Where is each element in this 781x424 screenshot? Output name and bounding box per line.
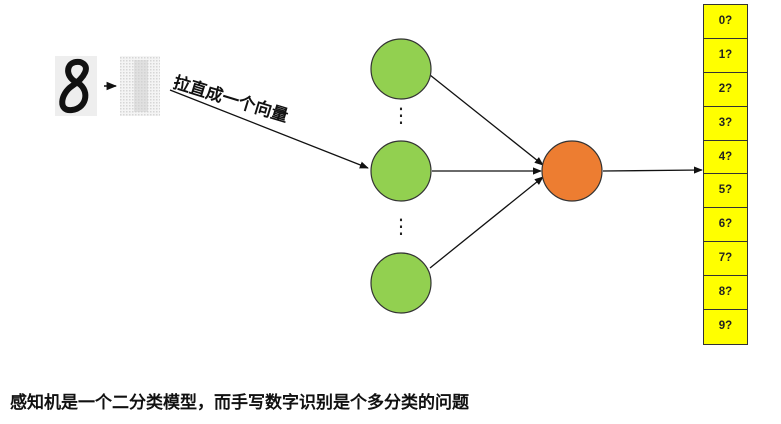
caption: 感知机是一个二分类模型，而手写数字识别是个多分类的问题 [10, 393, 469, 413]
ellipsis-lower: ⋮ [391, 214, 411, 238]
digit-8-image [55, 56, 97, 116]
class-cell-5: 5? [704, 174, 747, 209]
input-neuron-bottom [370, 252, 432, 314]
class-cell-1: 1? [704, 39, 747, 73]
class-cell-7: 7? [704, 242, 747, 277]
flattened-vector-image [120, 56, 160, 116]
class-cell-4: 4? [704, 141, 747, 175]
edge-bottom-to-output [429, 176, 544, 269]
class-cell-8: 8? [704, 276, 747, 311]
output-arrow [602, 166, 703, 174]
input-neuron-middle [370, 140, 432, 202]
input-arrow [169, 89, 369, 169]
class-cell-9: 9? [718, 320, 733, 333]
output-neuron [541, 140, 603, 202]
input-neuron-top [370, 38, 432, 100]
class-cell-2: 2? [704, 73, 747, 107]
class-cell-6: 6? [704, 208, 747, 243]
ellipsis-upper: ⋮ [391, 103, 411, 127]
class-cell-0: 0? [704, 5, 747, 39]
class-cell-3: 3? [704, 107, 747, 141]
edge-top-to-output [429, 74, 544, 166]
class-column: 0?1?2?3?4?5?6?7?8? 9? [703, 4, 748, 345]
